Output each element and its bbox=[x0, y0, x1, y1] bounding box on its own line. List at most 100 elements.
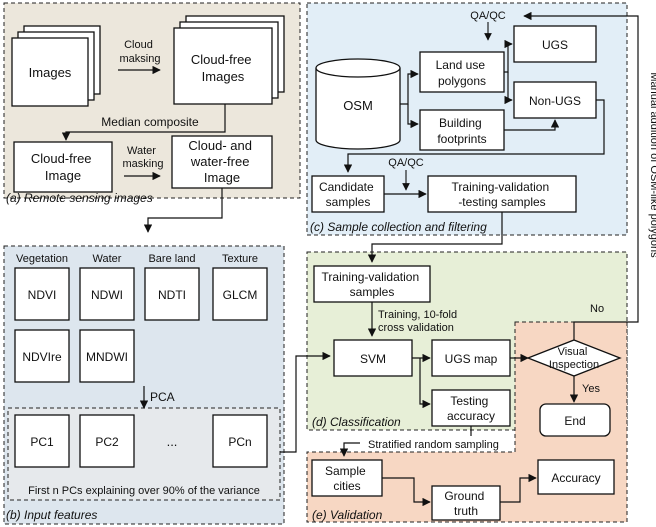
accuracy-label: Accuracy bbox=[551, 471, 600, 485]
ndwi-label: NDWI bbox=[91, 288, 123, 302]
header-texture: Texture bbox=[222, 253, 258, 265]
header-water: Water bbox=[93, 253, 122, 265]
ugs-map-box bbox=[431, 339, 511, 377]
ground-truth-box bbox=[431, 485, 501, 521]
cloud-water-free-box bbox=[171, 135, 273, 189]
svg-text:Land use polygons: Land use polygons bbox=[436, 58, 489, 88]
arrow-landuse-to-ugs bbox=[504, 39, 513, 73]
svg-text:Ground truth: Ground truth bbox=[444, 489, 487, 518]
end-box bbox=[539, 403, 611, 437]
testing-accuracy-box bbox=[431, 389, 511, 427]
arrow-no-feedback bbox=[523, 11, 639, 340]
arrow-b-to-svm bbox=[280, 351, 331, 453]
ndvi-box bbox=[14, 267, 70, 321]
svg-text:Cloud- and water-free: Cloud- and water-free Image bbox=[188, 138, 255, 185]
cloud-free-image-box bbox=[13, 141, 113, 193]
ugs-map-label: UGS map bbox=[445, 352, 498, 366]
svg-text:Cloud-free Image: Cloud-free Image bbox=[31, 151, 95, 183]
panel-a-caption: (a) Remote sensing images bbox=[6, 191, 153, 205]
qaqc-top-label: QA/QC bbox=[470, 10, 506, 22]
pcn-label: PCn bbox=[228, 435, 251, 449]
arrow-truth-to-accuracy bbox=[500, 473, 537, 503]
pc-caption: First n PCs explaining over 90% of the v… bbox=[28, 485, 260, 497]
median-composite-label: Median composite bbox=[101, 115, 199, 129]
pc-ellipsis: ... bbox=[167, 434, 178, 449]
yes-label: Yes bbox=[582, 383, 600, 395]
arrow-a-to-b bbox=[143, 188, 223, 233]
panel-b-caption: (b) Input features bbox=[6, 508, 97, 522]
ndti-label: NDTI bbox=[158, 288, 186, 302]
arrow-cities-to-truth bbox=[382, 477, 431, 507]
building-label: Building bbox=[439, 116, 482, 130]
svm-label: SVM bbox=[360, 352, 386, 366]
svg-text:Testing accuracy: Testing accuracy bbox=[447, 394, 495, 423]
sample-cities-box bbox=[311, 459, 383, 497]
manual-addition-label: Manual addition of OSM-like polygons bbox=[648, 72, 656, 258]
ndvire-label: NDVIre bbox=[22, 350, 62, 364]
svg-text:Building footprints: Building footprints bbox=[437, 116, 486, 146]
images-stack: Images bbox=[11, 25, 101, 107]
cloud-water-free-label: Cloud- and bbox=[188, 138, 252, 153]
header-bare-land: Bare land bbox=[148, 253, 195, 265]
arrow-median-composite bbox=[61, 104, 226, 141]
svm-box bbox=[333, 339, 413, 377]
mndwi-box bbox=[79, 329, 135, 383]
arrow-svm-to-testing bbox=[419, 358, 431, 409]
cloud-masking-label: Cloud maksing bbox=[120, 39, 161, 65]
glcm-label: GLCM bbox=[223, 288, 258, 302]
cloud-free-images-label: Cloud-free bbox=[191, 52, 252, 67]
arrow-osm-building bbox=[407, 104, 419, 129]
ndvi-label: NDVI bbox=[28, 288, 57, 302]
pcn-box bbox=[212, 414, 268, 468]
training-note: Training, 10-fold cross validation bbox=[378, 309, 460, 334]
svg-text:Sample cities: Sample cities bbox=[325, 464, 369, 493]
svg-text:Visual Inspection: Visual Inspection bbox=[549, 346, 599, 371]
pca-label: PCA bbox=[150, 390, 175, 404]
arrow-stratified bbox=[339, 442, 360, 457]
cloud-free-images-stack: Cloud-free Images bbox=[173, 15, 285, 105]
osm-label: OSM bbox=[343, 98, 373, 113]
panel-d-caption: (d) Classification bbox=[312, 415, 401, 429]
panel-c-caption: (c) Sample collection and filtering bbox=[310, 220, 487, 234]
mndwi-label: MNDWI bbox=[86, 350, 128, 364]
svg-text:Training-validation sample: Training-validation samples bbox=[322, 270, 423, 299]
panel-e-caption: (e) Validation bbox=[312, 508, 383, 522]
ndwi-box bbox=[79, 267, 135, 321]
arrow-landuse-to-nonugs bbox=[504, 72, 513, 105]
tvt-label: Training-validation bbox=[452, 180, 550, 194]
no-label: No bbox=[590, 303, 604, 315]
end-label: End bbox=[564, 414, 585, 428]
svg-text:Candidate samples: Candidate samples bbox=[319, 180, 377, 209]
accuracy-box bbox=[537, 459, 615, 495]
ndvire-box bbox=[14, 329, 70, 383]
header-vegetation: Vegetation bbox=[16, 253, 68, 265]
glcm-box bbox=[212, 267, 268, 321]
images-label: Images bbox=[29, 65, 72, 80]
land-use-label: Land use bbox=[436, 58, 486, 72]
sample-cities-label: Sample bbox=[325, 464, 366, 478]
svg-text:Cloud-free Images: Cloud-free Images bbox=[191, 52, 255, 84]
svg-text:Training-validation -testi: Training-validation -testing samples bbox=[452, 180, 553, 209]
land-use-box bbox=[419, 51, 505, 93]
stratified-label: Stratified random sampling bbox=[368, 439, 499, 451]
cloud-free-image-label: Cloud-free bbox=[31, 151, 92, 166]
arrow-tvt-to-d bbox=[367, 212, 503, 263]
testing-accuracy-label: Testing bbox=[450, 394, 488, 408]
ugs-label: UGS bbox=[542, 38, 568, 52]
non-ugs-label: Non-UGS bbox=[529, 94, 581, 108]
pc2-box bbox=[79, 414, 135, 468]
pc1-label: PC1 bbox=[30, 435, 54, 449]
ndti-box bbox=[144, 267, 200, 321]
arrow-c-to-candidate bbox=[343, 99, 605, 173]
water-masking-label: Water masking bbox=[123, 145, 164, 170]
ugs-box bbox=[513, 25, 597, 63]
building-box bbox=[419, 109, 505, 151]
arrow-building-to-nonugs bbox=[504, 119, 560, 131]
candidate-label: Candidate bbox=[319, 180, 374, 194]
tv-samples-label: Training-validation bbox=[322, 270, 420, 284]
arrow-osm-branch bbox=[400, 69, 419, 105]
qaqc-mid-label: QA/QC bbox=[388, 157, 424, 169]
osm-database: OSM bbox=[315, 58, 401, 150]
